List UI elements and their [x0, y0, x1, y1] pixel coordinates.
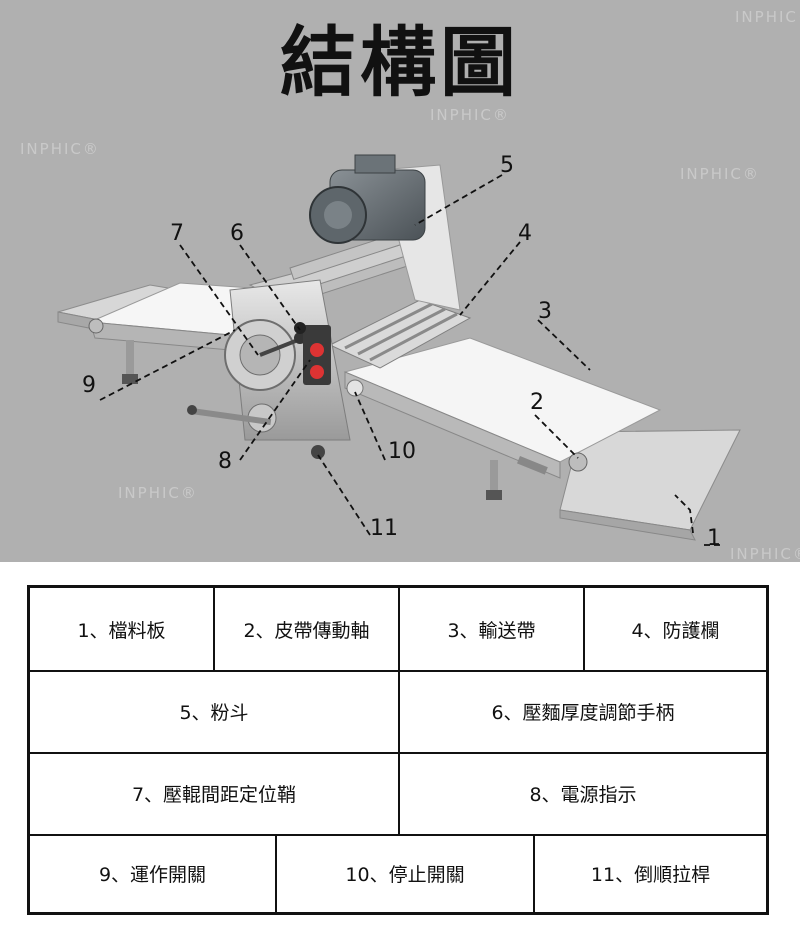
legend-cell: 1、檔料板 — [30, 588, 215, 670]
callout-6: 6 — [230, 221, 244, 246]
motor — [309, 154, 426, 244]
machine-illustration: 1 2 3 4 5 6 7 8 9 10 11 — [57, 153, 741, 551]
leader-10 — [354, 391, 386, 461]
callout-5: 5 — [500, 153, 514, 178]
callout-4: 4 — [518, 221, 532, 246]
leader-1 — [674, 494, 694, 534]
callout-2: 2 — [530, 390, 544, 415]
parts-legend-table: 1、檔料板 2、皮帶傳動軸 3、輸送帶 4、防護欄 5、粉斗 6、壓麵厚度調節手… — [27, 585, 769, 915]
legend-cell: 9、運作開關 — [30, 834, 277, 912]
right-conveyor-belt — [343, 337, 662, 500]
leader-3 — [537, 319, 591, 371]
callout-leaders — [99, 174, 720, 546]
legend-cell: 11、倒順拉桿 — [590, 863, 711, 886]
leader-8 — [239, 359, 311, 461]
right-tray — [559, 429, 741, 541]
watermark: INPHIC® — [730, 545, 800, 562]
structure-diagram: 結構圖 INPHIC® INPHIC® INPHIC® INPHIC® INPH… — [0, 0, 800, 562]
callout-11: 11 — [370, 516, 398, 541]
callout-7: 7 — [170, 221, 184, 246]
legend-row: 9、運作開關 10、停止開關 11、倒順拉桿 — [30, 834, 766, 912]
callout-1: 1 — [707, 526, 721, 551]
legend-row: 7、壓輥間距定位鞘 8、電源指示 — [30, 752, 766, 836]
leader-11 — [317, 454, 371, 536]
leader-2 — [534, 414, 579, 459]
legend-cell: 7、壓輥間距定位鞘 — [30, 752, 400, 834]
leader-6 — [239, 244, 301, 331]
callout-10: 10 — [388, 439, 416, 464]
watermark: INPHIC® — [20, 140, 100, 158]
watermark: INPHIC® — [430, 106, 510, 124]
main-body — [187, 279, 364, 459]
legend-row: 1、檔料板 2、皮帶傳動軸 3、輸送帶 4、防護欄 — [30, 588, 766, 672]
callout-3: 3 — [538, 299, 552, 324]
leader-9 — [99, 329, 236, 401]
diagram-title: 結構圖 — [280, 18, 520, 107]
watermark: INPHIC® — [680, 165, 760, 183]
legend-cell: 6、壓麵厚度調節手柄 — [491, 701, 675, 724]
legend-cell: 3、輸送帶 — [400, 588, 585, 670]
callout-9: 9 — [82, 373, 96, 398]
leader-5 — [414, 174, 503, 226]
callout-8: 8 — [218, 449, 232, 474]
legend-cell: 4、防護欄 — [631, 619, 720, 642]
watermark: INPHIC® — [735, 8, 800, 26]
legend-cell: 10、停止開關 — [277, 834, 535, 912]
legend-row: 5、粉斗 6、壓麵厚度調節手柄 — [30, 670, 766, 754]
watermark: INPHIC® — [118, 484, 198, 502]
legend-cell: 8、電源指示 — [529, 783, 637, 806]
leader-4 — [459, 241, 521, 316]
callout-labels: 1 2 3 4 5 6 7 8 9 10 11 — [82, 153, 721, 551]
legend-cell: 5、粉斗 — [30, 670, 400, 752]
legend-cell: 2、皮帶傳動軸 — [215, 588, 400, 670]
leader-7 — [179, 244, 259, 356]
